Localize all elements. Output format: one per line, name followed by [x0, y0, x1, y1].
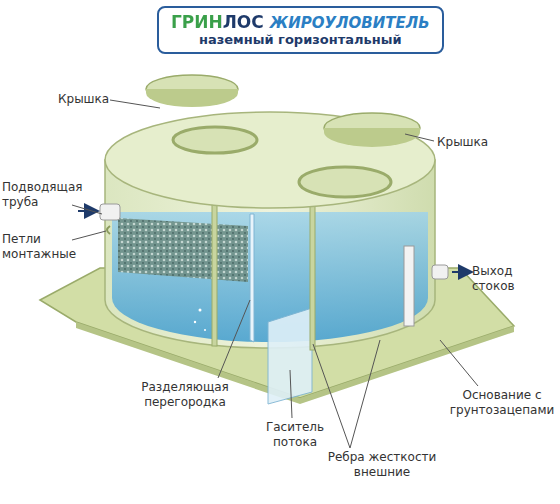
part-label: Ребра жесткости внешние: [322, 450, 442, 480]
product-name: ЖИРОУЛОВИТЕЛЬ: [270, 14, 430, 32]
brand-name: ГРИНЛОС: [171, 12, 264, 32]
part-label: Разделяющая перегородка: [130, 380, 240, 410]
part-label: Основание с грунтозацепами: [448, 388, 556, 418]
product-subtitle: наземный горизонтальный: [171, 32, 430, 47]
title-box: ГРИНЛОС ЖИРОУЛОВИТЕЛЬназемный горизонталь…: [157, 6, 444, 54]
part-label: Выход стоков: [472, 264, 556, 294]
part-label: Подводящая труба: [2, 180, 72, 210]
part-label: Крышка: [58, 92, 118, 107]
part-label: Гаситель потока: [250, 420, 340, 450]
title-row: ГРИНЛОС ЖИРОУЛОВИТЕЛЬ: [171, 12, 430, 32]
part-label: Петли монтажные: [2, 232, 72, 262]
part-label: Крышка: [437, 135, 507, 150]
